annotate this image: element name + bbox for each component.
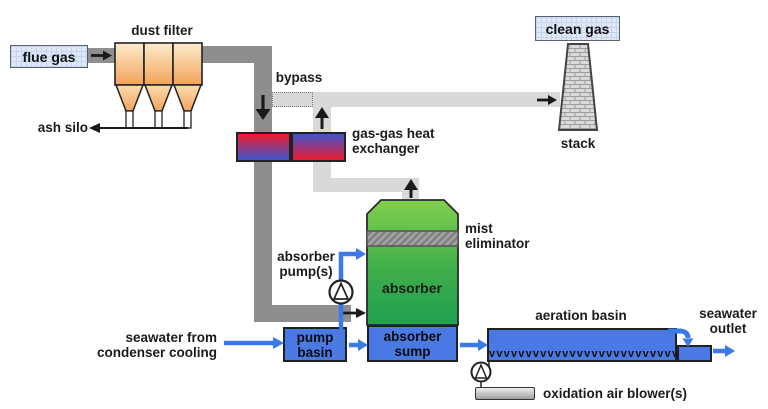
gas-flow-arrows — [89, 50, 557, 318]
absorber-sump-label-2: sump — [394, 343, 431, 359]
clean-gas-duct-mid — [313, 178, 419, 192]
arrow-to-ash-silo — [89, 123, 100, 133]
absorber-pump-icon — [328, 279, 354, 305]
aeration-diffuser-row: vvvvvvvvvvvvvvvvvvvvvvvvvv — [489, 348, 680, 360]
aeration-basin-label: aeration basin — [535, 308, 627, 323]
seawater-inlet-label: seawater from condenser cooling — [60, 330, 217, 360]
absorber-pumps-label-1: absorber — [277, 249, 335, 264]
clean-gas-tag: clean gas — [535, 16, 620, 41]
absorber-label: absorber — [382, 280, 442, 296]
mist-eliminator-label: mist eliminator — [465, 221, 555, 251]
outlet-channel-box — [677, 345, 712, 362]
mist-eliminator-label-1: mist — [465, 221, 493, 236]
flue-gas-label: flue gas — [22, 48, 76, 65]
clean-gas-label: clean gas — [545, 20, 610, 37]
heat-exchanger-hot-side — [236, 132, 291, 162]
pump-basin-box: pump basin — [283, 327, 347, 362]
absorber-sump-box: absorber sump — [367, 325, 458, 362]
flue-gas-duct-to-absorber — [254, 305, 351, 322]
pump-basin-label-2: basin — [297, 344, 333, 360]
dust-filter-label: dust filter — [131, 23, 193, 38]
aeration-basin-box: vvvvvvvvvvvvvvvvvvvvvvvvvv — [487, 328, 680, 362]
heat-exchanger-label-1: gas-gas heat — [352, 126, 435, 141]
seawater-inlet-label-1: seawater from — [125, 330, 217, 345]
absorber-pumps-label-2: pump(s) — [279, 264, 333, 279]
oxidation-blower-body — [475, 387, 535, 400]
aeration-overflow-pipe — [668, 328, 691, 339]
absorber-sump-label-1: absorber — [383, 328, 442, 344]
heat-exchanger-label-2: exchanger — [352, 141, 420, 156]
heat-exchanger-label: gas-gas heat exchanger — [352, 126, 472, 156]
ash-silo-label: ash silo — [37, 120, 88, 135]
absorber-pumps-label: absorber pump(s) — [258, 249, 354, 279]
seawater-outlet-label-2: outlet — [709, 321, 747, 336]
seawater-outlet-label: seawater outlet — [682, 306, 768, 336]
bypass-damper — [272, 92, 313, 107]
mist-eliminator-band — [366, 230, 459, 247]
mist-eliminator-label-2: eliminator — [465, 236, 530, 251]
pump-basin-label-1: pump — [296, 329, 334, 345]
stack-shape — [557, 43, 599, 131]
stack-label: stack — [560, 136, 596, 151]
flue-gas-duct-down — [254, 46, 272, 322]
bypass-label: bypass — [275, 70, 323, 85]
heat-exchanger-cold-side — [291, 132, 346, 162]
seawater-inlet-label-2: condenser cooling — [96, 345, 217, 360]
oxidation-blowers-label: oxidation air blower(s) — [543, 386, 688, 401]
clean-gas-duct-to-stack — [272, 92, 560, 107]
dust-filter-vessels — [114, 42, 203, 129]
oxidation-blower-icon — [470, 361, 492, 383]
seawater-outlet-label-1: seawater — [699, 306, 757, 321]
flue-gas-tag: flue gas — [10, 45, 88, 68]
